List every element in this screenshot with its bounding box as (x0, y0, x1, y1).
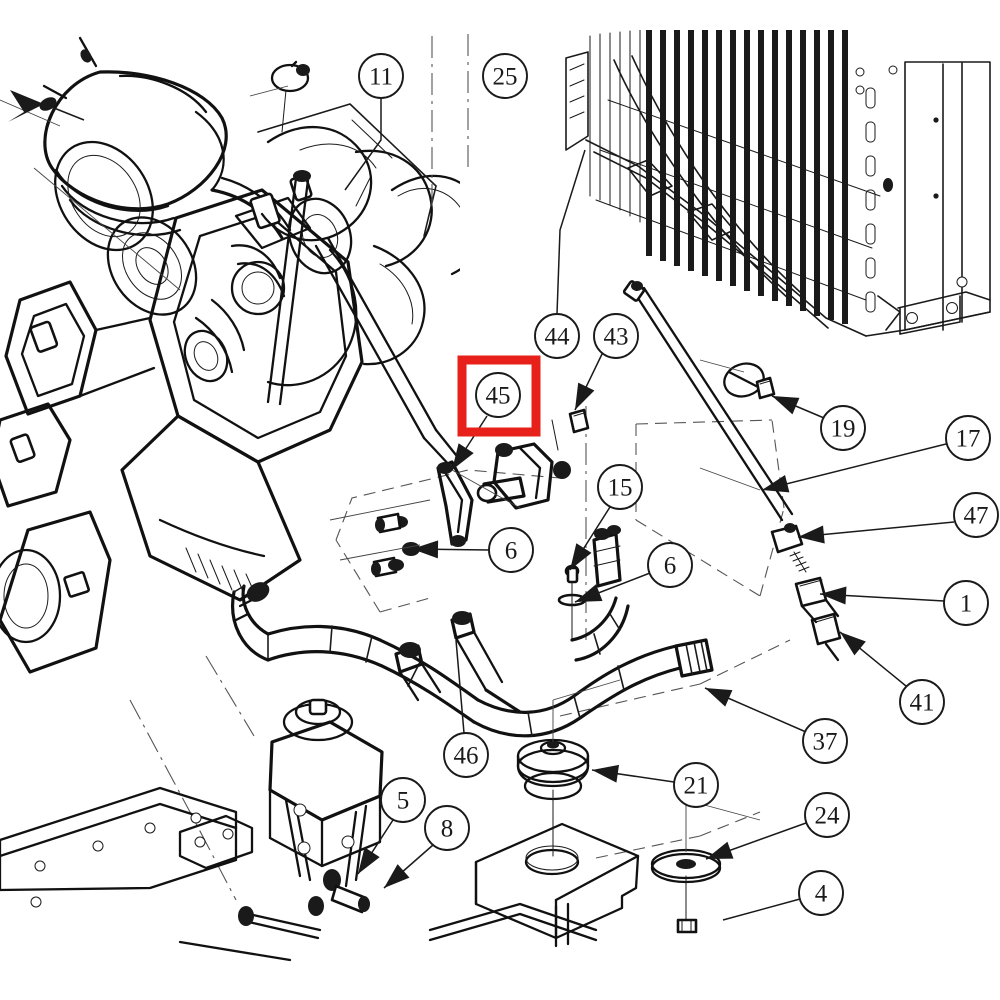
callout-bubble[interactable] (482, 53, 528, 99)
leader-arrowhead (798, 525, 825, 544)
callout-number: 1 (960, 591, 973, 618)
leader-line (455, 639, 465, 734)
callout-24[interactable]: 24 (705, 792, 850, 860)
leader-line (344, 98, 382, 191)
callout-37[interactable]: 37 (704, 687, 848, 764)
callout-45[interactable]: 45 (451, 372, 521, 471)
callout-number: 5 (397, 788, 410, 815)
guide-leader-lines (0, 85, 761, 561)
callout-bubble[interactable] (899, 679, 945, 725)
callout-number: 21 (684, 773, 709, 800)
leader-line (722, 898, 801, 921)
callout-number: 17 (956, 426, 981, 453)
callout-bubble[interactable] (945, 415, 991, 461)
leader-arrowhead (570, 543, 592, 570)
callout-4[interactable]: 4 (722, 870, 844, 921)
callout-47[interactable]: 47 (797, 492, 999, 544)
callout-bubble[interactable] (475, 372, 521, 418)
callout-number: 24 (815, 803, 841, 830)
callout-bubble[interactable] (647, 542, 693, 588)
callout-bubble[interactable] (802, 718, 848, 764)
offpage-arrow-topleft (8, 90, 85, 122)
callout-1[interactable]: 1 (819, 580, 989, 626)
leader-arrowhead (575, 382, 595, 410)
callout-bubble[interactable] (953, 492, 999, 538)
callout-bubble[interactable] (673, 762, 719, 808)
callout-bubble[interactable] (804, 792, 850, 838)
callout-bubble[interactable] (380, 777, 426, 823)
callout-bubble[interactable] (820, 405, 866, 451)
leader-line (761, 443, 947, 491)
coolant-hose-assembly (231, 582, 714, 738)
callout-number: 19 (831, 416, 856, 443)
callout-43[interactable]: 43 (574, 313, 639, 411)
callout-number: 6 (505, 538, 518, 565)
callout-bubble[interactable] (593, 313, 639, 359)
assembly-guide-lines (129, 34, 791, 901)
callout-15[interactable]: 15 (569, 464, 643, 571)
leader-arrowhead (575, 584, 603, 602)
callout-46[interactable]: 46 (443, 639, 489, 778)
callout-bubble[interactable] (358, 53, 404, 99)
callout-number: 4 (815, 881, 828, 908)
leader-arrowhead (706, 841, 734, 859)
callout-number: 37 (813, 729, 838, 756)
callout-number: 45 (486, 383, 511, 410)
callout-number: 41 (910, 690, 935, 717)
leader-arrowhead (762, 474, 790, 493)
highlight-box-item-45[interactable] (457, 355, 541, 437)
callout-19[interactable]: 19 (771, 395, 866, 451)
support-rod-assembly (622, 280, 842, 662)
callout-bubble[interactable] (443, 732, 489, 778)
leader-arrowhead (840, 632, 866, 656)
callout-bubble[interactable] (424, 805, 470, 851)
callout-bubble[interactable] (534, 313, 580, 359)
callout-number: 15 (608, 475, 633, 502)
callout-6[interactable]: 6 (574, 542, 693, 603)
callout-bubble[interactable] (597, 464, 643, 510)
leader-arrowhead (820, 586, 847, 605)
callout-5[interactable]: 5 (357, 777, 426, 875)
leader-arrowhead (705, 688, 733, 707)
leader-arrowhead (358, 847, 380, 874)
callout-bubble[interactable] (798, 870, 844, 916)
callout-25[interactable]: 25 (482, 53, 528, 99)
callout-41[interactable]: 41 (839, 631, 945, 725)
callout-number: 6 (664, 553, 677, 580)
callout-8[interactable]: 8 (383, 805, 470, 889)
callout-number: 47 (964, 503, 989, 530)
callout-17[interactable]: 17 (761, 415, 991, 493)
leader-arrowhead (592, 764, 620, 783)
callout-11[interactable]: 11 (344, 53, 404, 191)
bracket-hardware-group (371, 408, 622, 641)
leader-arrowhead (412, 540, 439, 559)
callout-44[interactable]: 44 (534, 149, 586, 359)
callout-number: 43 (604, 324, 629, 351)
callout-number: 11 (369, 64, 393, 91)
callout-bubble[interactable] (943, 580, 989, 626)
callout-bubble[interactable] (488, 527, 534, 573)
callout-number: 44 (545, 324, 571, 351)
callout-layer: 11 25 44 43 45 19 17 47 1 41 15 6 6 46 37 21 5 8 24 4 (344, 53, 999, 921)
callout-number: 25 (493, 64, 518, 91)
reservoir-tank-bracket (0, 698, 598, 962)
callout-number: 46 (454, 743, 479, 770)
leader-arrowhead (384, 864, 410, 888)
leader-arrowhead (772, 396, 800, 415)
radiator-assembly (565, 30, 991, 337)
leader-arrowhead (452, 443, 474, 470)
leader-line (797, 521, 955, 538)
callout-number: 8 (441, 816, 454, 843)
leader-line (556, 149, 586, 315)
callout-6[interactable]: 6 (411, 527, 534, 573)
callout-21[interactable]: 21 (591, 762, 719, 808)
